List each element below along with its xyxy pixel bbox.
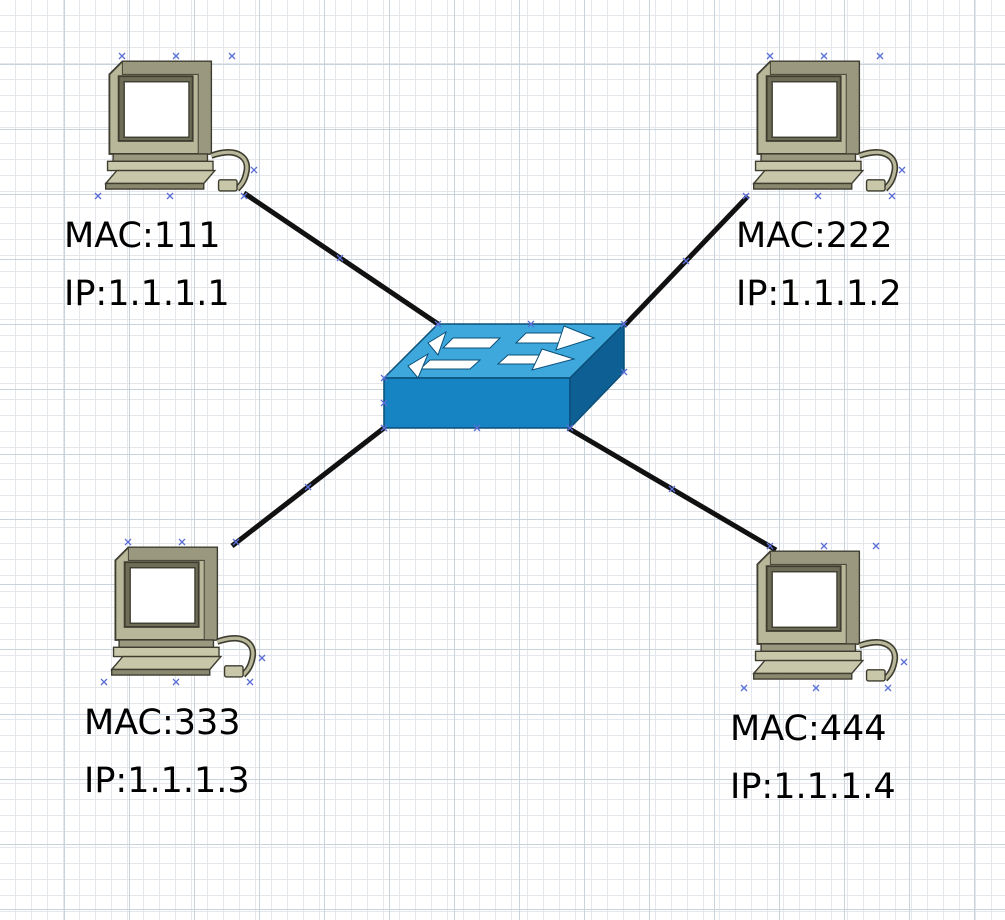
switch-arrows-icon (407, 325, 596, 379)
pc-icon-pc2[interactable] (742, 52, 906, 200)
links (230, 190, 778, 553)
pc2-ip-label: IP:1.1.1.2 (736, 274, 902, 314)
pc1-mac-label: MAC:111 (64, 216, 221, 256)
pc-icon-pc3[interactable] (100, 538, 266, 686)
network-switch-icon[interactable] (380, 320, 628, 432)
pc3-mac-label: MAC:333 (84, 703, 241, 743)
pc2-mac-label: MAC:222 (736, 216, 893, 256)
pc4-mac-label: MAC:444 (730, 709, 887, 749)
pc-icon-pc4[interactable] (740, 542, 908, 692)
pc4-ip-label: IP:1.1.1.4 (730, 767, 896, 807)
pc1-ip-label: IP:1.1.1.1 (64, 274, 230, 314)
pc-icon-pc1[interactable] (94, 52, 258, 200)
pc3-ip-label: IP:1.1.1.3 (84, 761, 250, 801)
